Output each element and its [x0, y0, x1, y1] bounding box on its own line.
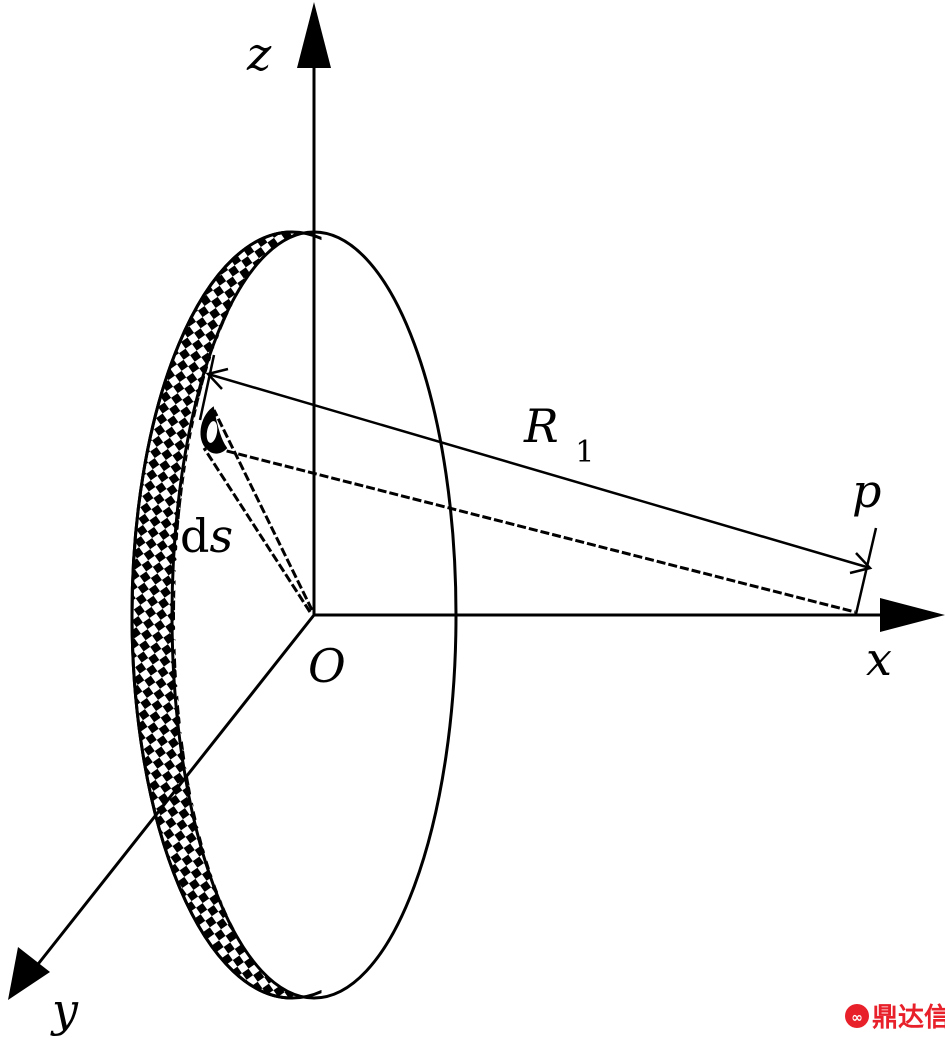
x-axis: [314, 598, 945, 632]
distance-symbol: R: [523, 399, 559, 453]
r1-dimension: [198, 354, 878, 615]
y-axis-line: [33, 614, 316, 969]
surface-element-label: ds: [180, 509, 233, 563]
origin-label: O: [308, 639, 346, 693]
z-axis: [297, 2, 331, 615]
surface-element-d: d: [180, 509, 209, 563]
r1-tick-right: [854, 527, 878, 615]
r1-tick-left: [198, 354, 216, 421]
surface-element-inner: [206, 421, 218, 443]
z-axis-arrowhead: [297, 2, 331, 68]
y-axis-arrowhead: [8, 947, 50, 1000]
distance-subscript: 1: [575, 435, 594, 470]
ray-origin-to-element-upper: [212, 409, 314, 611]
surface-element: [200, 406, 228, 454]
r1-line: [207, 372, 871, 570]
watermark-logo-glyph: ∞: [851, 1010, 863, 1026]
watermark: ∞ 鼎达信: [845, 1003, 945, 1033]
distance-label: R 1: [523, 399, 594, 470]
rim-outer-arc: [130, 230, 293, 1000]
y-axis-label: y: [50, 983, 79, 1037]
x-axis-arrowhead: [880, 598, 945, 632]
z-axis-label: z: [246, 27, 272, 81]
r1-arrowhead-left: [205, 367, 229, 390]
x-axis-label: x: [866, 632, 892, 686]
surface-element-s: s: [209, 509, 233, 563]
ray-element-to-point: [214, 446, 856, 614]
r1-arrowhead-right: [849, 552, 873, 575]
rim-band: [132, 232, 314, 998]
dashed-rays: [202, 409, 856, 614]
y-axis: [8, 614, 316, 1000]
watermark-text: 鼎达信: [872, 1003, 945, 1033]
watermark-logo-icon: [845, 1004, 869, 1028]
point-label: p: [852, 464, 881, 518]
ray-origin-to-element-lower: [202, 447, 312, 613]
